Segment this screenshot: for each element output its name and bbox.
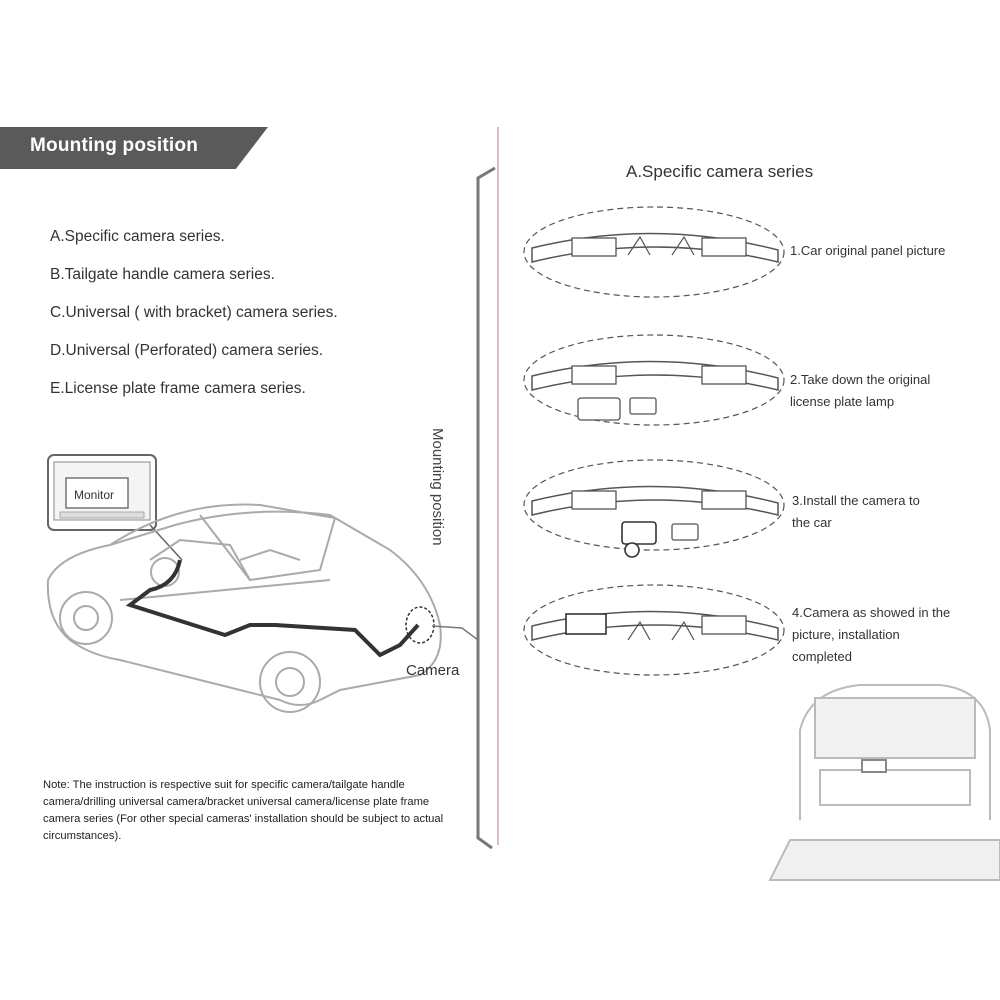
list-item: E.License plate frame camera series. xyxy=(50,380,306,397)
right-panel-title: A.Specific camera series xyxy=(626,162,814,181)
side-label: Mounting position xyxy=(429,428,446,546)
camera-label: Camera xyxy=(406,662,460,679)
car-rear-drawing xyxy=(768,684,1000,881)
page-title: Mounting position xyxy=(30,135,199,156)
step-4-text: 4.Camera as showed in the picture, insta… xyxy=(792,605,951,664)
list-item: A.Specific camera series. xyxy=(50,228,225,245)
monitor-label: Monitor xyxy=(74,488,115,502)
step-panel-4 xyxy=(523,584,785,676)
step-panel-2 xyxy=(523,334,785,426)
step-panel-3 xyxy=(523,459,785,558)
header-band xyxy=(0,127,268,169)
monitor-icon xyxy=(47,454,157,531)
step-2-text: 2.Take down the original license plate l… xyxy=(790,372,931,409)
bracket-line xyxy=(476,166,496,850)
note-text: Note: The instruction is respective suit… xyxy=(43,779,444,842)
step-panel-1 xyxy=(523,206,785,298)
list-item: C.Universal ( with bracket) camera serie… xyxy=(50,304,338,321)
list-item: B.Tailgate handle camera series. xyxy=(50,266,275,283)
car-drawing xyxy=(46,503,442,713)
step-1-text: 1.Car original panel picture xyxy=(790,243,946,258)
list-item: D.Universal (Perforated) camera series. xyxy=(50,342,324,359)
series-list: A.Specific camera series. B.Tailgate han… xyxy=(50,228,338,418)
step-3-text: 3.Install the camera to the car xyxy=(792,493,920,530)
camera-marker xyxy=(405,606,435,644)
cable-route xyxy=(125,559,420,658)
